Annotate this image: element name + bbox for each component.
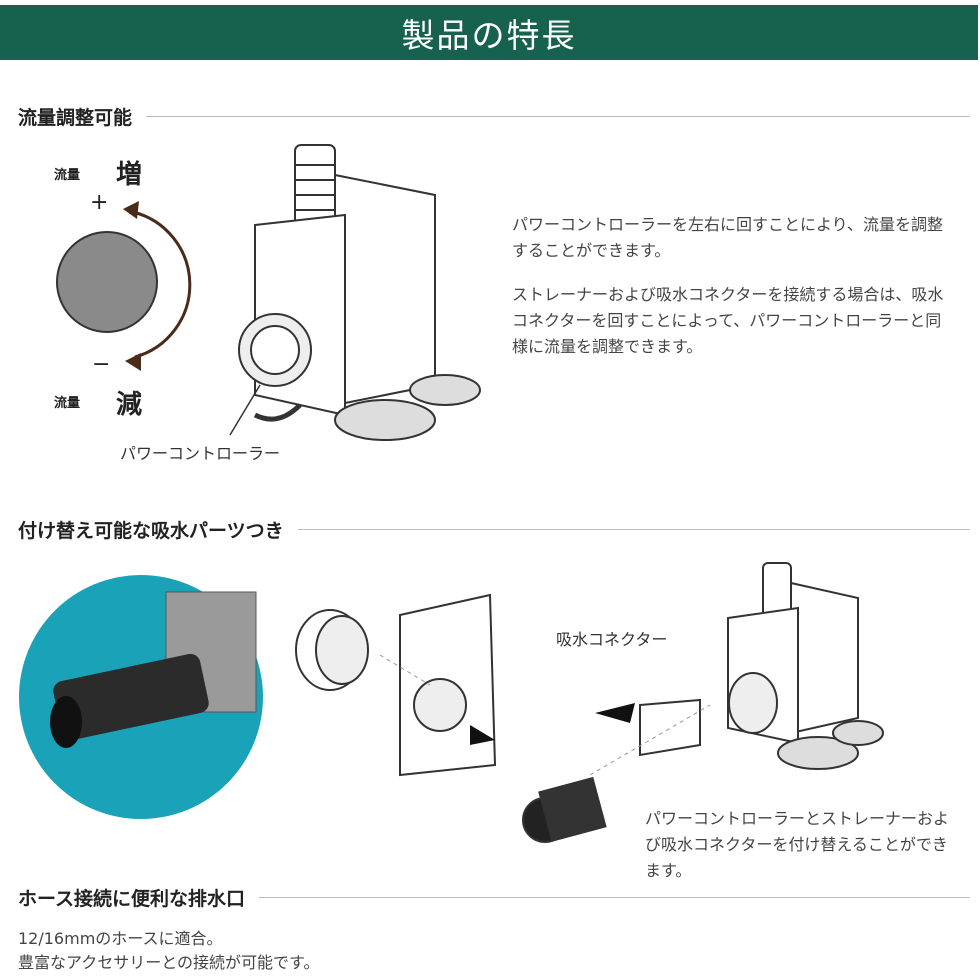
section-header-flow: 流量調整可能 <box>18 103 970 130</box>
plus-sign: + <box>90 190 109 215</box>
increase-label: 増 <box>116 160 143 190</box>
section-title: 流量調整可能 <box>18 107 133 129</box>
pump-body-side <box>790 581 859 735</box>
flow-dial-illustration <box>56 201 192 371</box>
connect-arrow-icon <box>595 703 635 723</box>
section-divider <box>146 116 970 117</box>
strainer-closeup <box>19 575 263 819</box>
curved-arrow-icon <box>132 210 192 359</box>
flow-description-2: ストレーナーおよび吸水コネクターを接続する場合は、吸水コネクターを回すことによっ… <box>512 285 944 356</box>
banner-title: 製品の特長 <box>401 15 577 55</box>
flow-label-top: 流量 <box>54 168 81 183</box>
section-divider <box>297 529 970 530</box>
section-header-outlet: ホース接続に便利な排水口 <box>18 884 970 911</box>
arrow-head-bottom-icon <box>125 353 141 371</box>
insert-arrow-icon <box>470 725 495 745</box>
callout-line <box>229 384 261 436</box>
arrow-head-top-icon <box>123 201 139 219</box>
section-divider <box>259 897 970 898</box>
outlet-line-1: 12/16mmのホースに適合。 <box>18 929 223 948</box>
controller-callout: パワーコントローラー <box>120 444 281 463</box>
strainer-opening <box>50 696 82 748</box>
pump-body-side <box>334 173 436 407</box>
suction-cup <box>334 399 436 441</box>
small-pump-illustration <box>727 562 884 770</box>
decrease-label: 減 <box>116 390 143 420</box>
rotation-arrow-icon <box>253 403 302 422</box>
section-title: ホース接続に便利な排水口 <box>18 888 246 910</box>
section-header-parts: 付け替え可能な吸水パーツつき <box>18 516 970 543</box>
flow-label-bottom: 流量 <box>54 396 81 411</box>
flow-description-1: パワーコントローラーを左右に回すことにより、流量を調整することができます。 <box>512 215 944 260</box>
section-title: 付け替え可能な吸水パーツつき <box>18 520 284 542</box>
connector-callout: 吸水コネクター <box>556 630 668 649</box>
parts-description: パワーコントローラーとストレーナーおよび吸水コネクターを付け替えることができます… <box>645 809 950 880</box>
parts-exploded-view <box>295 593 711 843</box>
suction-cup <box>409 374 481 406</box>
suction-connector-part <box>639 698 701 757</box>
intake-port <box>413 678 467 732</box>
page-banner: 製品の特長 <box>0 5 978 60</box>
flow-dial <box>56 231 158 333</box>
minus-sign: − <box>92 352 111 377</box>
pump-illustration <box>229 144 481 441</box>
outlet-line-2: 豊富なアクセサリーとの接続が可能です。 <box>18 953 320 972</box>
strainer-tube <box>53 653 209 741</box>
